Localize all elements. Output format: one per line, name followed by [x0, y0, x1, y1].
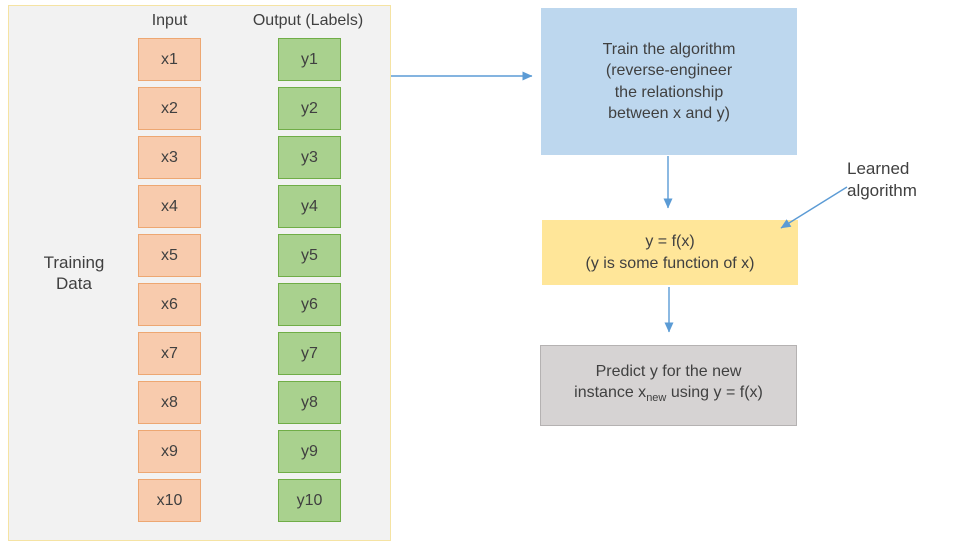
predict-line2-pre: instance x [574, 384, 647, 402]
learned-algorithm-label: Learned algorithm [847, 158, 952, 202]
predict-box-line2: instance xnew using y = f(x) [574, 382, 763, 410]
predict-line2-subscript: new [646, 392, 667, 405]
learned-label-line1: Learned [847, 159, 910, 178]
input-box: x8 [138, 381, 201, 424]
output-box: y7 [278, 332, 341, 375]
input-box: x5 [138, 234, 201, 277]
input-column: x1 x2 x3 x4 x5 x6 x7 x8 x9 x10 [138, 38, 201, 522]
learned-function-box: y = f(x) (y is some function of x) [542, 220, 798, 285]
output-box: y4 [278, 185, 341, 228]
training-data-panel: Input Output (Labels) x1 x2 x3 x4 x5 x6 … [8, 5, 391, 541]
output-box: y5 [278, 234, 341, 277]
input-column-header: Input [151, 12, 188, 29]
input-box: x7 [138, 332, 201, 375]
training-data-label: Training Data [24, 252, 124, 294]
input-box: x2 [138, 87, 201, 130]
output-box: y2 [278, 87, 341, 130]
predict-line2-post: using y = f(x) [666, 384, 763, 402]
output-box: y6 [278, 283, 341, 326]
input-box: x6 [138, 283, 201, 326]
output-box: y3 [278, 136, 341, 179]
input-box: x1 [138, 38, 201, 81]
output-column: y1 y2 y3 y4 y5 y6 y7 y8 y9 y10 [278, 38, 341, 522]
function-box-line: (y is some function of x) [585, 254, 755, 272]
train-box-line: Train the algorithm [602, 40, 736, 58]
output-box: y1 [278, 38, 341, 81]
input-box: x3 [138, 136, 201, 179]
training-data-label-line2: Data [56, 274, 92, 293]
train-box-line: (reverse-engineer [605, 62, 733, 79]
predict-box-line1: Predict y for the new [595, 362, 742, 380]
input-box: x9 [138, 430, 201, 473]
train-box-line: the relationship [614, 83, 724, 101]
output-box: y10 [278, 479, 341, 522]
train-box-line: between x and y) [608, 105, 730, 122]
train-algorithm-box: Train the algorithm (reverse-engineer th… [541, 8, 797, 155]
training-data-label-line1: Training [43, 253, 105, 272]
input-box: x4 [138, 185, 201, 228]
predict-box: Predict y for the new instance xnew usin… [540, 345, 797, 426]
output-box: y9 [278, 430, 341, 473]
learned-label-line2: algorithm [847, 181, 917, 200]
input-box: x10 [138, 479, 201, 522]
output-box: y8 [278, 381, 341, 424]
function-box-line: y = f(x) [645, 233, 695, 250]
output-column-header: Output (Labels) [252, 12, 364, 29]
